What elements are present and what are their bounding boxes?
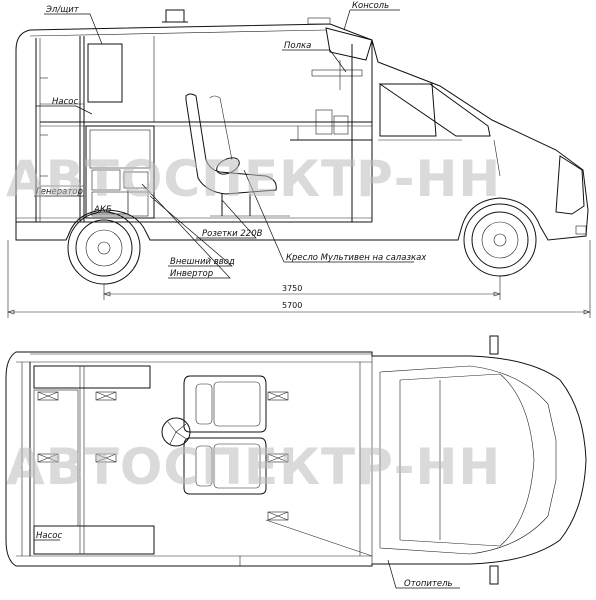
electrical-panel — [87, 43, 123, 103]
label-inverter: Инвертор — [170, 269, 213, 279]
top-view: Насос Отопитель — [5, 335, 587, 589]
roof-line — [29, 29, 327, 37]
label-top-pump: Насос — [36, 531, 62, 541]
fan-symbol — [161, 417, 191, 447]
console-area — [290, 27, 373, 222]
label-heater: Отопитель — [404, 579, 453, 589]
dimension-length: 5700 — [282, 301, 302, 310]
watermark-upper: АВТОСПЕКТР-НН — [6, 150, 501, 208]
label-pump: Насос — [52, 97, 78, 107]
watermark-lower: АВТОСПЕКТР-НН — [6, 438, 501, 496]
label-shelf: Полка — [284, 41, 311, 51]
x-markers — [37, 391, 289, 521]
side-window — [379, 83, 437, 137]
front-wheel — [463, 203, 537, 277]
van-body-side-outline — [15, 23, 589, 241]
label-external-input: Внешний ввод — [170, 257, 235, 267]
label-battery: АКБ — [93, 205, 112, 215]
roof-beacon — [165, 9, 185, 23]
van-body-top-outline — [5, 351, 587, 567]
label-chair: Кресло Мультивен на салазках — [286, 253, 427, 263]
label-console: Консоль — [352, 1, 389, 11]
dimension-wheelbase: 3750 — [282, 284, 302, 293]
equipment-cabinet — [85, 125, 155, 219]
label-panel: Эл/щит — [45, 5, 80, 15]
rear-wheel — [67, 211, 141, 285]
label-sockets: Розетки 220В — [202, 229, 263, 239]
side-view: Эл/щит Консоль Полка Насос Генератор АКБ… — [7, 1, 591, 318]
chair-side — [185, 93, 290, 217]
label-generator: Генератор — [36, 187, 83, 197]
dimension-lines: 3750 5700 — [7, 240, 591, 318]
